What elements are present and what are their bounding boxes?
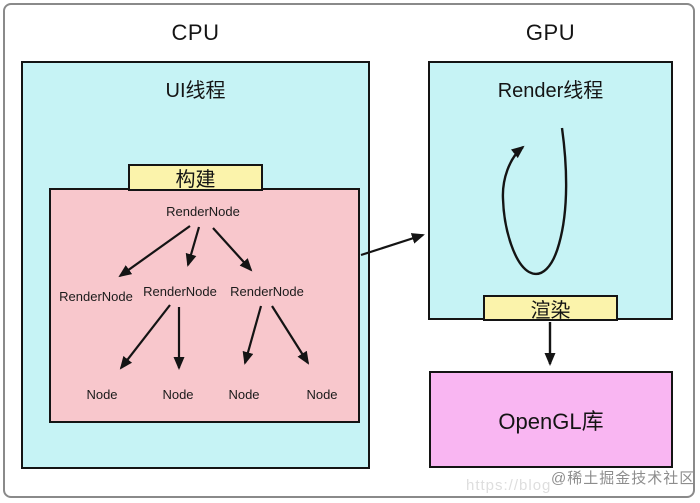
build-label: 构建 (175, 169, 216, 191)
ui-thread-label: UI线程 (165, 80, 226, 102)
render-node-child-2: RenderNode (143, 284, 217, 299)
render-node-root: RenderNode (166, 204, 240, 219)
gpu-section-title: GPU (525, 20, 576, 45)
cpu-section-title: CPU (171, 20, 220, 45)
outer-frame (3, 3, 695, 498)
node-leaf-3: Node (228, 387, 260, 402)
opengl-box: OpenGL库 (429, 371, 673, 468)
render-box: 渲染 (483, 295, 618, 322)
node-leaf-2: Node (162, 387, 194, 402)
watermark-community: @稀土掘金技术社区 (551, 470, 696, 487)
render-node-child-3: RenderNode (230, 284, 304, 299)
render-node-child-1: RenderNode (59, 289, 133, 304)
node-leaf-1: Node (86, 387, 118, 402)
watermark-url: https://blog (466, 477, 552, 494)
render-thread-label: Render线程 (497, 80, 604, 102)
opengl-label: OpenGL库 (498, 408, 604, 434)
render-thread-box: Render线程 (428, 61, 673, 320)
node-leaf-4: Node (306, 387, 338, 402)
build-box: 构建 (128, 164, 263, 191)
render-label: 渲染 (530, 299, 571, 322)
